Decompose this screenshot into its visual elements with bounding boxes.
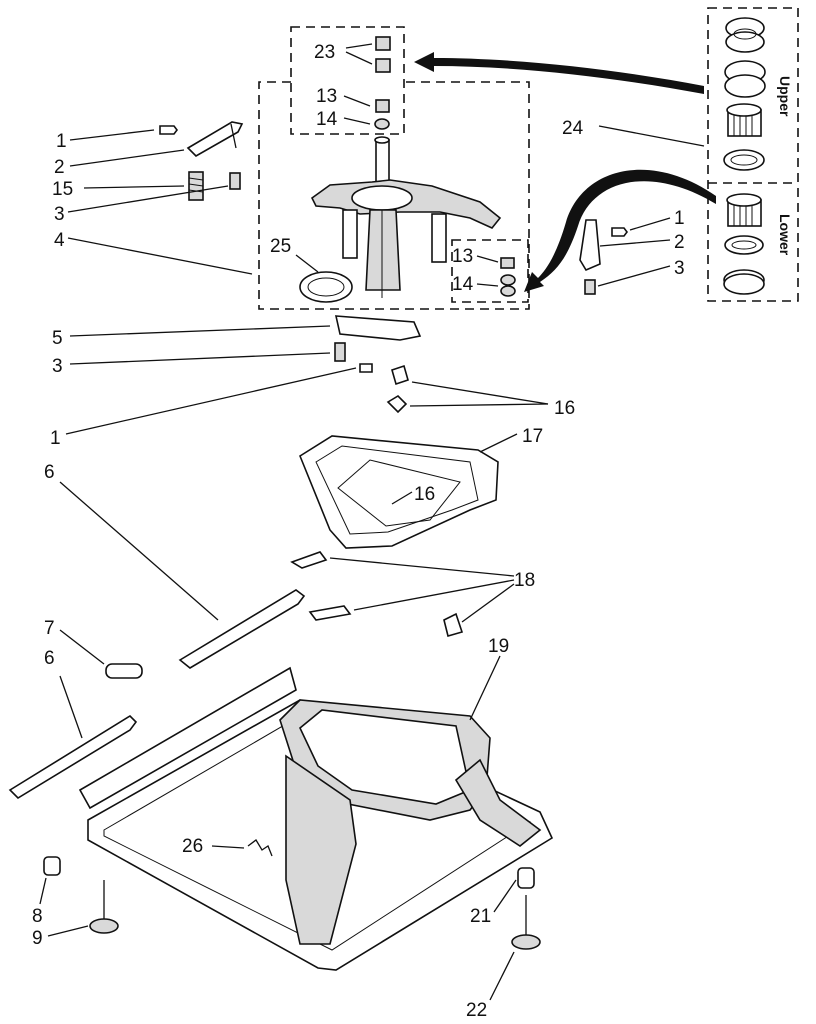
foot-8 <box>43 856 61 876</box>
upper-bearing-label: Upper <box>777 76 793 117</box>
screw-1-left <box>159 125 178 135</box>
callout-15: 15 <box>52 179 73 200</box>
callout-17: 17 <box>522 426 543 447</box>
callout-13-lower: 13 <box>452 246 473 267</box>
screw-1-right <box>611 227 628 237</box>
bracket-5 <box>334 315 422 341</box>
callout-6-upper: 6 <box>44 462 55 483</box>
center-assembly-dashed-box <box>258 81 530 310</box>
bumper-7 <box>105 663 143 679</box>
callout-14-lower: 14 <box>452 274 474 295</box>
base-19 <box>78 666 554 971</box>
lower-bearing-parts <box>723 193 765 295</box>
foot-9 <box>89 880 119 934</box>
callout-2-right: 2 <box>674 232 685 253</box>
callout-1-center: 1 <box>50 428 61 449</box>
callouts: 23 13 14 1 2 15 3 4 25 13 14 24 1 2 3 5 … <box>32 42 685 1021</box>
spring-3-center <box>334 342 346 362</box>
seal-13-14-upper <box>374 99 390 130</box>
rail-6-upper <box>178 589 306 669</box>
seal-23 <box>375 36 391 73</box>
callout-1-left: 1 <box>56 131 67 152</box>
callout-25: 25 <box>270 236 291 257</box>
seal-13-14-lower <box>500 257 516 297</box>
lower-bearing-label: Lower <box>777 214 793 256</box>
lower-seal-dashed-box <box>451 239 529 303</box>
upper-seal-dashed-box <box>290 26 405 135</box>
callout-5: 5 <box>52 328 63 349</box>
spring-15 <box>188 171 204 201</box>
rail-6-lower <box>8 714 138 800</box>
callout-3-right: 3 <box>674 258 685 279</box>
screw-1-center <box>359 363 373 373</box>
foot-22 <box>511 895 541 950</box>
clip-26 <box>247 839 273 857</box>
leader-lines <box>39 43 705 1001</box>
callout-16-lower: 16 <box>414 484 435 505</box>
callout-9: 9 <box>32 928 43 949</box>
callout-13-upper: 13 <box>316 86 337 107</box>
lower-arrow <box>524 169 716 292</box>
brackets-18 <box>290 551 464 637</box>
frame-17 <box>299 435 499 549</box>
callout-16-upper: 16 <box>554 398 575 419</box>
transmission-spider <box>310 179 502 298</box>
bracket-2-right <box>579 219 601 272</box>
center-post <box>374 136 390 186</box>
callout-4: 4 <box>54 230 65 251</box>
callout-8: 8 <box>32 906 43 927</box>
callout-3-center: 3 <box>52 356 63 377</box>
upper-bearing-parts <box>723 17 766 171</box>
callout-2-left: 2 <box>54 157 65 178</box>
callout-19: 19 <box>488 636 509 657</box>
callout-1-right: 1 <box>674 208 685 229</box>
bearing-kit-dashed-box <box>707 7 799 302</box>
callout-6-lower: 6 <box>44 648 55 669</box>
callout-3-left: 3 <box>54 204 65 225</box>
callout-18: 18 <box>514 570 535 591</box>
spring-3-right <box>584 279 596 295</box>
spring-3-left <box>229 172 241 190</box>
callout-22: 22 <box>466 1000 487 1021</box>
upper-arrow <box>414 52 704 94</box>
callout-23: 23 <box>314 42 335 63</box>
callout-26: 26 <box>182 836 203 857</box>
callout-14-upper: 14 <box>316 109 338 130</box>
callout-7: 7 <box>44 618 55 639</box>
callout-21: 21 <box>470 906 491 927</box>
foot-21 <box>517 867 535 889</box>
callout-24: 24 <box>562 118 584 139</box>
bracket-2-left <box>186 121 244 157</box>
gasket-25 <box>299 271 353 303</box>
